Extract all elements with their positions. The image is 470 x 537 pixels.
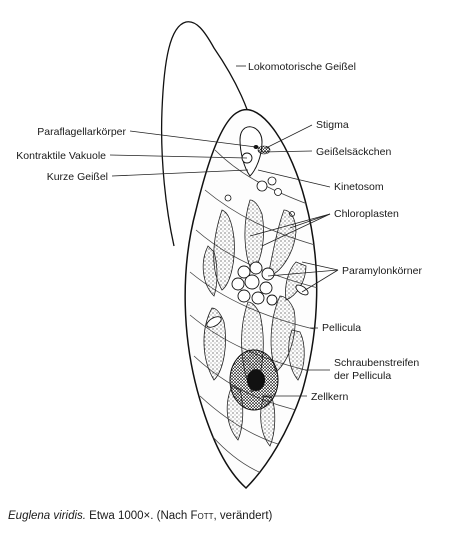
cell-body <box>184 109 318 490</box>
paramylon-granules <box>206 261 309 328</box>
label-kontraktile-vakuole: Kontraktile Vakuole <box>16 150 106 162</box>
caption-magnification: Etwa 1000×. (Nach <box>85 510 191 522</box>
label-schraubenstreifen-line1: Schraubenstreifen <box>334 357 419 369</box>
label-stigma: Stigma <box>316 119 349 131</box>
label-pellicula: Pellicula <box>322 322 361 334</box>
label-paramylonkoerner: Paramylonkörner <box>342 265 422 277</box>
caption-suffix: , verändert) <box>213 510 273 522</box>
leader-lines <box>109 65 339 397</box>
label-kurze-geissel: Kurze Geißel <box>47 171 108 183</box>
label-lokomotorische-geissel: Lokomotorische Geißel <box>248 61 356 73</box>
label-geisselsaeckchen: Geißelsäckchen <box>316 146 391 158</box>
label-chloroplasten: Chloroplasten <box>334 208 399 220</box>
label-kinetosom: Kinetosom <box>334 181 384 193</box>
label-paraflagellarkoerper: Paraflagellarkörper <box>37 126 126 138</box>
caption-species: Euglena viridis. <box>8 510 86 522</box>
flagellar-pocket <box>239 126 263 177</box>
caption-author: Fott <box>190 510 214 522</box>
locomotory-flagellum <box>160 21 259 247</box>
figure-caption: Euglena viridis. Etwa 1000×. (Nach Fott,… <box>8 510 272 522</box>
nucleus <box>229 349 279 411</box>
label-schraubenstreifen-line2: der Pellicula <box>334 370 391 382</box>
chloroplasts <box>202 199 307 447</box>
label-zellkern: Zellkern <box>311 391 349 403</box>
